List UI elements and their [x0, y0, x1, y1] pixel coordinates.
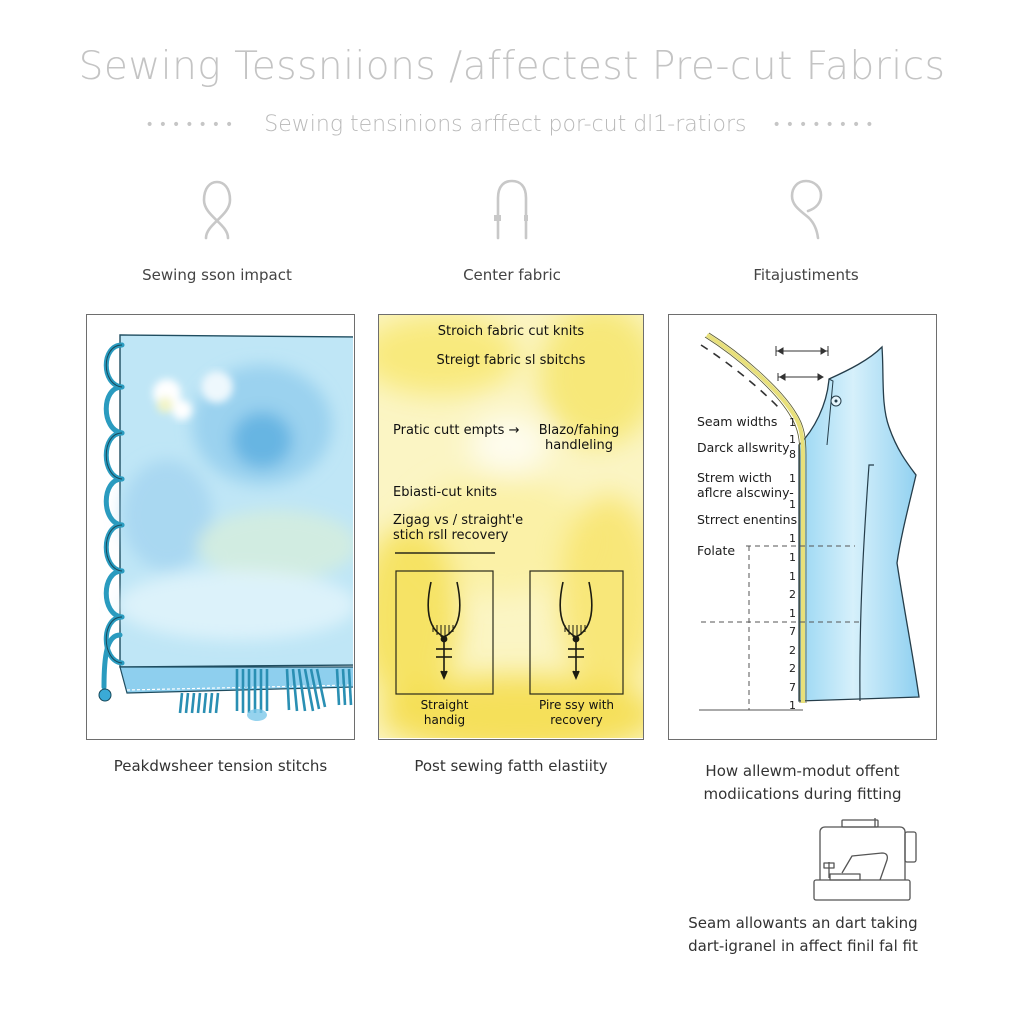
scale-number: 7: [789, 625, 796, 638]
straight-stitch-diagram: [427, 581, 461, 681]
stretch-zigzag-text: Zigag vs / straight'e stich rsll recover…: [393, 513, 523, 543]
scale-number: 1: [789, 607, 796, 620]
page-title: Sewing Tessniions /affectest Pre-cut Fab…: [78, 44, 946, 89]
stretch-panel-caption: Post sewing fatth elastiity: [414, 757, 608, 775]
fit-number: 8: [789, 448, 796, 461]
footer-note-line-2: dart-igranel in affect finil fal fit: [688, 937, 918, 955]
scale-number: 1: [789, 699, 796, 712]
icon-label-tension: Sewing sson impact: [142, 266, 292, 284]
stretch-row-right: Blazo/fahing handleling: [529, 423, 629, 453]
scale-number: 2: [789, 662, 796, 675]
tension-panel: [86, 314, 355, 740]
fit-number: 1: [789, 472, 796, 485]
straight-label-2: handig: [423, 713, 466, 727]
stretch-bias-text: Ebiasti-cut knits: [393, 485, 498, 500]
yellow-watercolor-background: [379, 315, 643, 738]
fit-label-after-allowance: aflcre alscwiny-: [697, 485, 794, 500]
scale-number: 1: [789, 551, 796, 564]
recovery-stitch-label: Pire ssy with recovery: [530, 698, 623, 728]
decorative-dots-right: ••••••••: [772, 116, 879, 133]
page-subtitle: Sewing tensinions arffect por-cut dl1-ra…: [264, 112, 747, 137]
recovery-label-1: Pire ssy with: [538, 698, 615, 712]
fit-number: 1: [789, 498, 796, 511]
stretch-row-left: Pratic cutt empts →: [393, 423, 519, 438]
fit-label-seam-widths: Seam widths: [697, 414, 778, 429]
icon-label-center: Center fabric: [463, 266, 561, 284]
fit-label-dart-allowance: Darck allswrity: [697, 440, 790, 455]
tension-panel-caption: Peakdwsheer tension stitchs: [113, 757, 328, 775]
row-right-line-2: handleling: [544, 438, 614, 453]
fit-number: 1: [789, 433, 796, 446]
fit-panel: Seam widths Darck allswrity Strem wicth …: [668, 314, 937, 740]
icon-column-fit: Fitajustiments: [676, 178, 936, 284]
scale-number: 2: [789, 644, 796, 657]
scale-number: 7: [789, 681, 796, 694]
needle-arch-icon: [494, 179, 528, 240]
stretch-panel: Stroich fabric cut knits Streigt fabric …: [378, 314, 644, 740]
stretch-heading-2: Streigt fabric sl sbitchs: [436, 353, 586, 368]
straight-stitch-label: Straight handig: [396, 698, 493, 728]
row-left-text: Pratic cutt empts: [393, 423, 505, 438]
arrow-right-icon: →: [508, 423, 520, 438]
zigzag-line-2: stich rsll recovery: [393, 528, 509, 543]
stretch-heading-1: Stroich fabric cut knits: [437, 324, 585, 339]
thread-loop-icon: [202, 180, 232, 240]
icon-label-fit: Fitajustiments: [753, 266, 859, 284]
recovery-label-2: recovery: [550, 713, 603, 727]
fit-panel-caption: How allewm-modut offent modiications dur…: [668, 760, 937, 806]
scale-number: 1: [789, 532, 796, 545]
straight-label-1: Straight: [420, 698, 469, 712]
scale-number: 2: [789, 588, 796, 601]
fabric-watercolor-illustration: [98, 334, 354, 721]
sewing-machine-icon: [813, 818, 917, 901]
fit-caption-line-2: modiications during fitting: [703, 785, 902, 803]
footer-note-line-1: Seam allowants an dart taking: [688, 914, 918, 932]
icon-column-center: Center fabric: [382, 178, 642, 284]
zigzag-line-1: Zigag vs / straight'e: [393, 513, 524, 528]
fit-label-stream-width: Strem wicth: [697, 470, 772, 485]
subtitle-row: ••••••• Sewing tensinions arffect por-cu…: [0, 112, 1024, 137]
garment-pattern-illustration: [699, 332, 920, 711]
thread-curl-icon: [790, 179, 823, 240]
fit-number: 1: [789, 416, 796, 429]
fit-label-folate: Folate: [697, 543, 736, 558]
fit-label-stretch-entries: Strrect enentins: [697, 512, 798, 527]
icon-column-tension: Sewing sson impact: [87, 178, 347, 284]
row-right-line-1: Blazo/fahing: [538, 423, 620, 438]
footer-note: Seam allowants an dart taking dart-igran…: [672, 912, 934, 958]
decorative-dots-left: •••••••: [145, 116, 239, 133]
scale-number: 1: [789, 570, 796, 583]
recovery-stitch-diagram: [559, 581, 593, 681]
fit-caption-line-1: How allewm-modut offent: [705, 762, 900, 780]
